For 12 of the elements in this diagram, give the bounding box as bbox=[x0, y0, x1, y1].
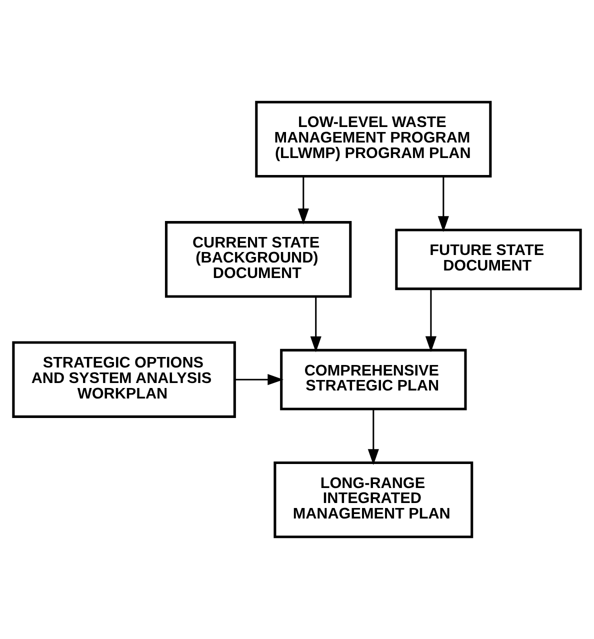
node-box: CURRENT STATE (BACKGROUND) DOCUMENT bbox=[164, 221, 352, 298]
node-box: STRATEGIC OPTIONS AND SYSTEM ANALYSIS WORKPLAN bbox=[12, 341, 236, 418]
arrow bbox=[310, 296, 322, 352]
node-box: COMPREHENSIVE STRATEGIC PLAN bbox=[280, 348, 467, 410]
arrow bbox=[368, 409, 379, 465]
node-box: LONG-RANGE INTEGRATED MANAGEMENT PLAN bbox=[274, 461, 474, 538]
arrow bbox=[438, 176, 449, 232]
node-box: LOW-LEVEL WASTE MANAGEMENT PROGRAM (LLWMP) PROGRAM PLAN bbox=[255, 100, 492, 178]
arrow bbox=[234, 374, 284, 386]
arrow bbox=[425, 289, 436, 352]
node-box: FUTURE STATE DOCUMENT bbox=[395, 228, 582, 290]
arrow bbox=[298, 176, 309, 224]
